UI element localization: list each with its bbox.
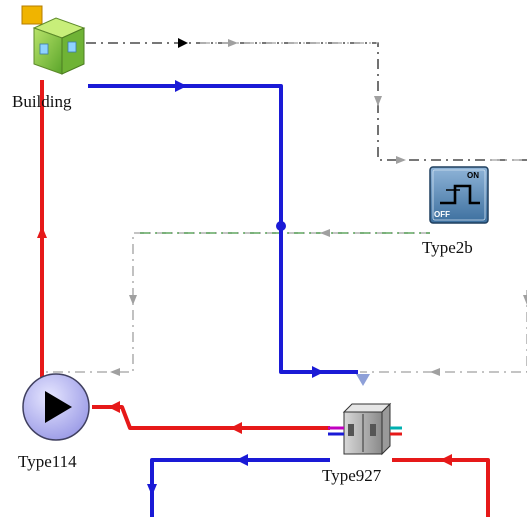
arrow-marker: [228, 39, 238, 47]
arrow-marker: [178, 38, 188, 48]
arrow-marker: [129, 295, 137, 305]
arrow-marker: [230, 422, 242, 434]
controller-label[interactable]: Type2b: [422, 238, 473, 257]
controller-node[interactable]: ON OFF: [429, 166, 489, 224]
building-node[interactable]: [21, 5, 86, 75]
arrow-marker: [37, 226, 47, 238]
building-return-pipe[interactable]: [88, 84, 358, 374]
flow-node: [276, 221, 286, 231]
arrow-marker: [147, 484, 157, 496]
building-to-controller-link[interactable]: [86, 42, 527, 161]
heatpump-inlet-marker: [356, 374, 370, 386]
cold-pipes: [88, 84, 358, 517]
arrow-marker: [236, 454, 248, 466]
arrow-marker: [430, 368, 440, 376]
pump-icon: [22, 373, 90, 441]
heat-pump-icon: [328, 402, 402, 456]
arrow-marker: [374, 96, 382, 106]
building-label[interactable]: Building: [12, 92, 72, 111]
heatpump-to-pump-pipe[interactable]: [92, 405, 330, 430]
arrow-marker: [108, 401, 120, 413]
arrow-marker: [320, 229, 330, 237]
heatpump-source-pipe[interactable]: [392, 458, 490, 517]
arrow-marker: [175, 80, 187, 92]
controller-to-heatpump-link[interactable]: [360, 290, 527, 373]
arrow-marker: [523, 295, 527, 305]
controller-off-text: OFF: [434, 210, 450, 219]
controller-feedback-link[interactable]: [40, 232, 430, 373]
building-icon: [21, 5, 86, 75]
pump-label[interactable]: Type114: [18, 452, 77, 471]
cold-pipe-arrows: [147, 80, 370, 496]
arrow-marker: [312, 366, 324, 378]
arrow-marker: [440, 454, 452, 466]
heat-pump-node[interactable]: [328, 402, 402, 456]
controller-on-text: ON: [467, 171, 479, 180]
heatpump-load-pipe[interactable]: [150, 458, 330, 517]
pump-node[interactable]: [22, 373, 90, 441]
hot-pipes: [40, 80, 490, 517]
arrow-marker: [396, 156, 406, 164]
heat-pump-label[interactable]: Type927: [322, 466, 382, 485]
control-arrows: [110, 38, 527, 376]
controller-icon: ON OFF: [429, 166, 489, 224]
hot-pipe-arrows: [37, 226, 452, 466]
arrow-marker: [110, 368, 120, 376]
